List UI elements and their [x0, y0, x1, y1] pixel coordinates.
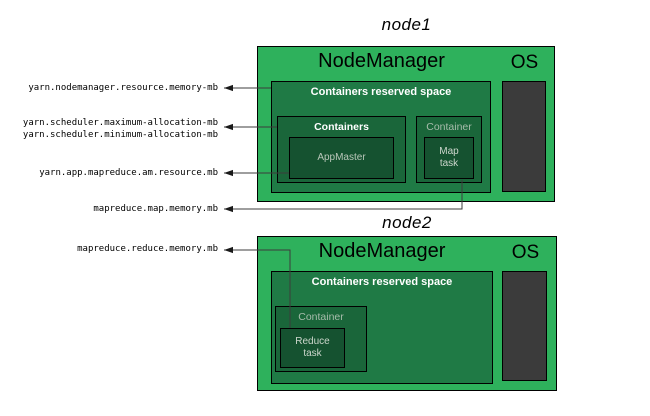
node2-os-label: OS [511, 242, 540, 263]
node1-box: NodeManager OS Containers reserved space… [257, 46, 555, 202]
node2-container-label: Container [298, 311, 344, 323]
node1-title: node1 [381, 15, 432, 34]
node1-nodemanager-label: NodeManager [318, 50, 445, 72]
node2-title: node2 [382, 213, 432, 232]
node2-container-box: Container Reduce task [275, 306, 367, 372]
config-label-map-memory-mb: mapreduce.map.memory.mb [93, 204, 218, 214]
node2-reduce-task-box: Reduce task [280, 328, 345, 368]
reduce-task-label-line1: Reduce [295, 336, 330, 347]
node1-container-label: Container [426, 121, 472, 133]
appmaster-label: AppMaster [317, 152, 366, 163]
config-label-scheduler-minimum-allocation: yarn.scheduler.minimum-allocation-mb [22, 130, 218, 140]
node1-appmaster-box: AppMaster [289, 137, 394, 179]
node2-box: NodeManager OS Containers reserved space… [257, 236, 557, 391]
node1-container-box: Container Map task [416, 116, 482, 183]
node1-os-memory-rect [502, 81, 546, 192]
node2-os-memory-rect [502, 271, 547, 381]
node1-containers-label: Containers [314, 121, 369, 133]
node2-containers-reserved-space: Containers reserved space Container Redu… [271, 271, 493, 384]
node1-containers-reserved-space: Containers reserved space Containers App… [271, 81, 491, 193]
node1-reserved-label: Containers reserved space [310, 86, 452, 98]
node1-os-label: OS [510, 52, 539, 73]
node1-containers-box: Containers AppMaster [277, 116, 406, 183]
node2-nodemanager-label: NodeManager [318, 240, 446, 262]
node1-map-task-box: Map task [424, 137, 474, 179]
config-label-scheduler-maximum-allocation: yarn.scheduler.maximum-allocation-mb [22, 118, 218, 128]
config-label-am-resource-mb: yarn.app.mapreduce.am.resource.mb [39, 168, 218, 178]
config-label-reduce-memory-mb: mapreduce.reduce.memory.mb [77, 244, 218, 254]
node2-reserved-label: Containers reserved space [311, 276, 453, 288]
map-task-label-line1: Map [439, 146, 459, 157]
config-label-nodemanager-resource-memory: yarn.nodemanager.resource.memory-mb [28, 83, 218, 93]
map-task-label-line2: task [439, 158, 459, 169]
reduce-task-label-line2: task [303, 348, 322, 359]
